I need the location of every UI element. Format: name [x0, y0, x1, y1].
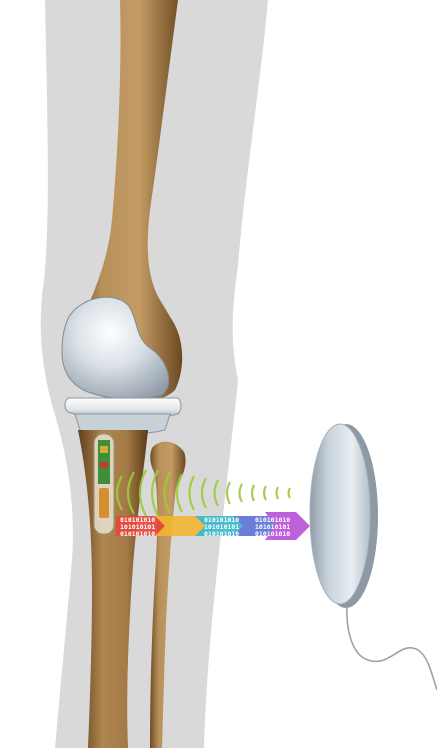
- signal-arc: [252, 485, 254, 501]
- signal-arc: [289, 488, 291, 498]
- reader-disc: [310, 424, 370, 604]
- signal-arc: [277, 487, 279, 499]
- sensor-chip: [100, 446, 108, 453]
- signal-arc: [240, 484, 243, 502]
- reader-cable: [347, 606, 437, 690]
- signal-arc: [227, 482, 230, 504]
- binary-data-row: 010101010: [204, 530, 239, 538]
- signal-arc: [264, 486, 266, 500]
- binary-data-row: 010101010: [120, 530, 155, 538]
- sensor-battery: [99, 488, 109, 518]
- sensor-chip: [100, 462, 108, 468]
- binary-data-row: 010101010: [255, 530, 290, 538]
